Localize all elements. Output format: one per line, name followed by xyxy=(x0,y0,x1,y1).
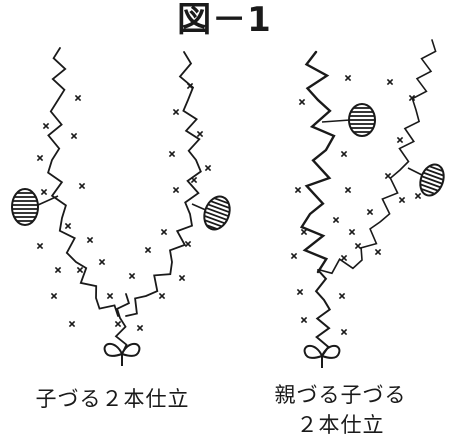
leaf-node-mark-icon xyxy=(300,316,308,324)
leaf-node-mark-icon xyxy=(340,254,348,262)
leaf-node-mark-icon xyxy=(338,292,346,300)
caption-line-1: 親づる子づる xyxy=(274,383,407,407)
leaf-node-mark-icon xyxy=(204,164,212,172)
leaf-node-mark-icon xyxy=(348,228,356,236)
leaf-node-mark-icon xyxy=(398,196,406,204)
leaf-node-mark-icon xyxy=(196,130,204,138)
leaf-node-mark-icon xyxy=(354,242,362,250)
lateral-stem xyxy=(37,195,59,206)
main-vine-lower xyxy=(314,269,332,357)
leaf-node-mark-icon xyxy=(64,222,72,230)
leaf-node-mark-icon xyxy=(160,228,168,236)
leaf-node-mark-icon xyxy=(40,188,48,196)
leaf-node-mark-icon xyxy=(396,136,404,144)
caption-child-vines-two: 子づる２本仕立 xyxy=(35,387,190,411)
leaf-node-mark-icon xyxy=(300,228,308,236)
leaf-node-mark-icon xyxy=(184,240,192,248)
melon-fruit-icon xyxy=(416,161,448,199)
leaf-node-mark-icon xyxy=(76,266,84,274)
melon-fruit-icon xyxy=(11,188,39,226)
child-vine-left xyxy=(47,47,119,317)
leaf-node-mark-icon xyxy=(414,192,422,200)
seedling-icon xyxy=(103,342,141,366)
leaf-node-mark-icon xyxy=(98,258,106,266)
leaf-node-mark-icon xyxy=(144,246,152,254)
leaf-node-mark-icon xyxy=(70,132,78,140)
leaf-node-mark-icon xyxy=(114,320,122,328)
lateral-stem xyxy=(321,119,351,123)
leaf-node-mark-icon xyxy=(172,186,180,194)
leaf-node-mark-icon xyxy=(294,186,302,194)
melon-fruit-icon xyxy=(348,103,376,137)
leaf-node-mark-icon xyxy=(374,248,382,256)
leaf-node-mark-icon xyxy=(106,292,114,300)
panel-main-and-child-vine xyxy=(290,39,448,368)
leaf-node-mark-icon xyxy=(36,242,44,250)
leaf-node-mark-icon xyxy=(178,274,186,282)
leaf-node-mark-icon xyxy=(332,216,340,224)
leaf-node-mark-icon xyxy=(366,208,374,216)
leaf-node-mark-icon xyxy=(50,292,58,300)
leaf-node-mark-icon xyxy=(172,108,180,116)
leaf-node-mark-icon xyxy=(68,320,76,328)
leaf-node-mark-icon xyxy=(36,154,44,162)
caption-main-and-child-vine: 親づる子づる ２本仕立 xyxy=(232,380,449,440)
leaf-node-mark-icon xyxy=(136,324,144,332)
leaf-node-mark-icon xyxy=(128,272,136,280)
leaf-node-mark-icon xyxy=(74,94,82,102)
leaf-node-mark-icon xyxy=(408,94,416,102)
leaf-node-mark-icon xyxy=(190,176,198,184)
caption-line-2: ２本仕立 xyxy=(296,413,385,437)
main-vine-stub xyxy=(114,293,130,355)
leaf-node-mark-icon xyxy=(386,78,394,86)
child-vine-right xyxy=(125,51,202,317)
leaf-node-mark-icon xyxy=(344,74,352,82)
leaf-node-mark-icon xyxy=(86,236,94,244)
panel-child-vines-two xyxy=(11,47,235,366)
leaf-node-mark-icon xyxy=(340,328,348,336)
figure-title: 図－1 xyxy=(177,0,272,40)
leaf-node-mark-icon xyxy=(298,98,306,106)
leaf-node-mark-icon xyxy=(384,172,392,180)
leaf-node-mark-icon xyxy=(54,266,62,274)
leaf-node-mark-icon xyxy=(344,186,352,194)
leaf-node-mark-icon xyxy=(290,252,298,260)
leaf-node-mark-icon xyxy=(158,292,166,300)
leaf-node-mark-icon xyxy=(186,82,194,90)
child-vine xyxy=(319,39,437,275)
leaf-node-mark-icon xyxy=(42,122,50,130)
leaf-node-mark-icon xyxy=(168,150,176,158)
melon-fruit-icon xyxy=(200,192,235,233)
leaf-node-mark-icon xyxy=(340,150,348,158)
main-vine-upper xyxy=(299,50,336,274)
leaf-node-mark-icon xyxy=(296,288,304,296)
leaf-node-mark-icon xyxy=(78,182,86,190)
